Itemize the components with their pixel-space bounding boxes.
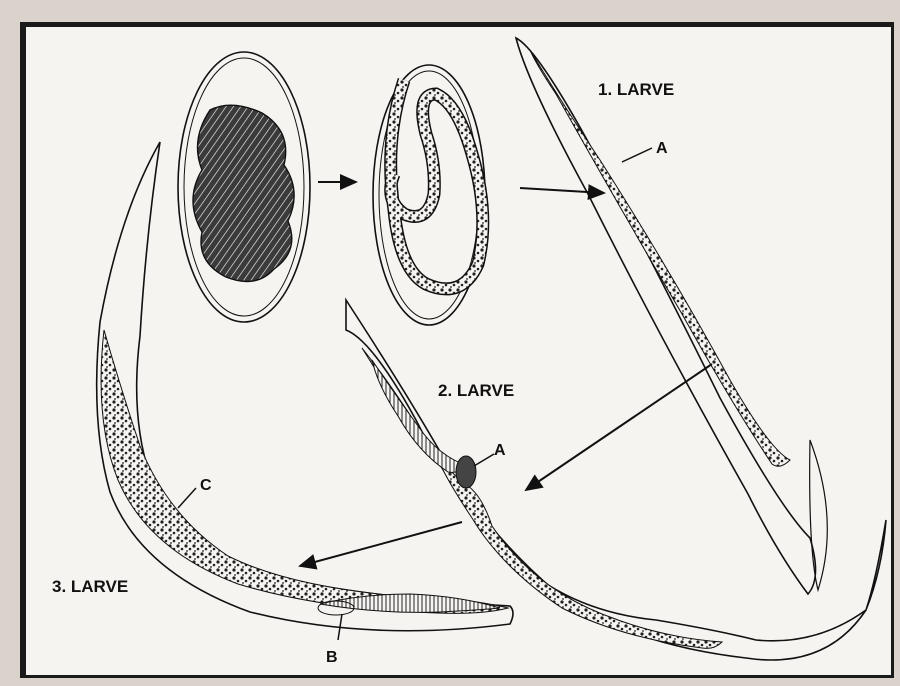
egg-morula: [178, 52, 310, 322]
arrow-larva2-to-larva3: [300, 522, 462, 566]
egg-coiled-larva: [373, 65, 485, 325]
label-b: B: [326, 649, 338, 666]
larva-1: [516, 38, 827, 594]
arrow-egg-to-larva1: [520, 188, 604, 193]
label-a-larva-2: A: [494, 442, 506, 459]
label-c: C: [200, 477, 212, 494]
label-larva-2: 2. LARVE: [438, 381, 514, 400]
arrow-larva1-to-larva2: [526, 364, 712, 490]
label-larva-1: 1. LARVE: [598, 80, 674, 99]
label-larva-3: 3. LARVE: [52, 577, 128, 596]
label-a-larva-1: A: [656, 140, 668, 157]
